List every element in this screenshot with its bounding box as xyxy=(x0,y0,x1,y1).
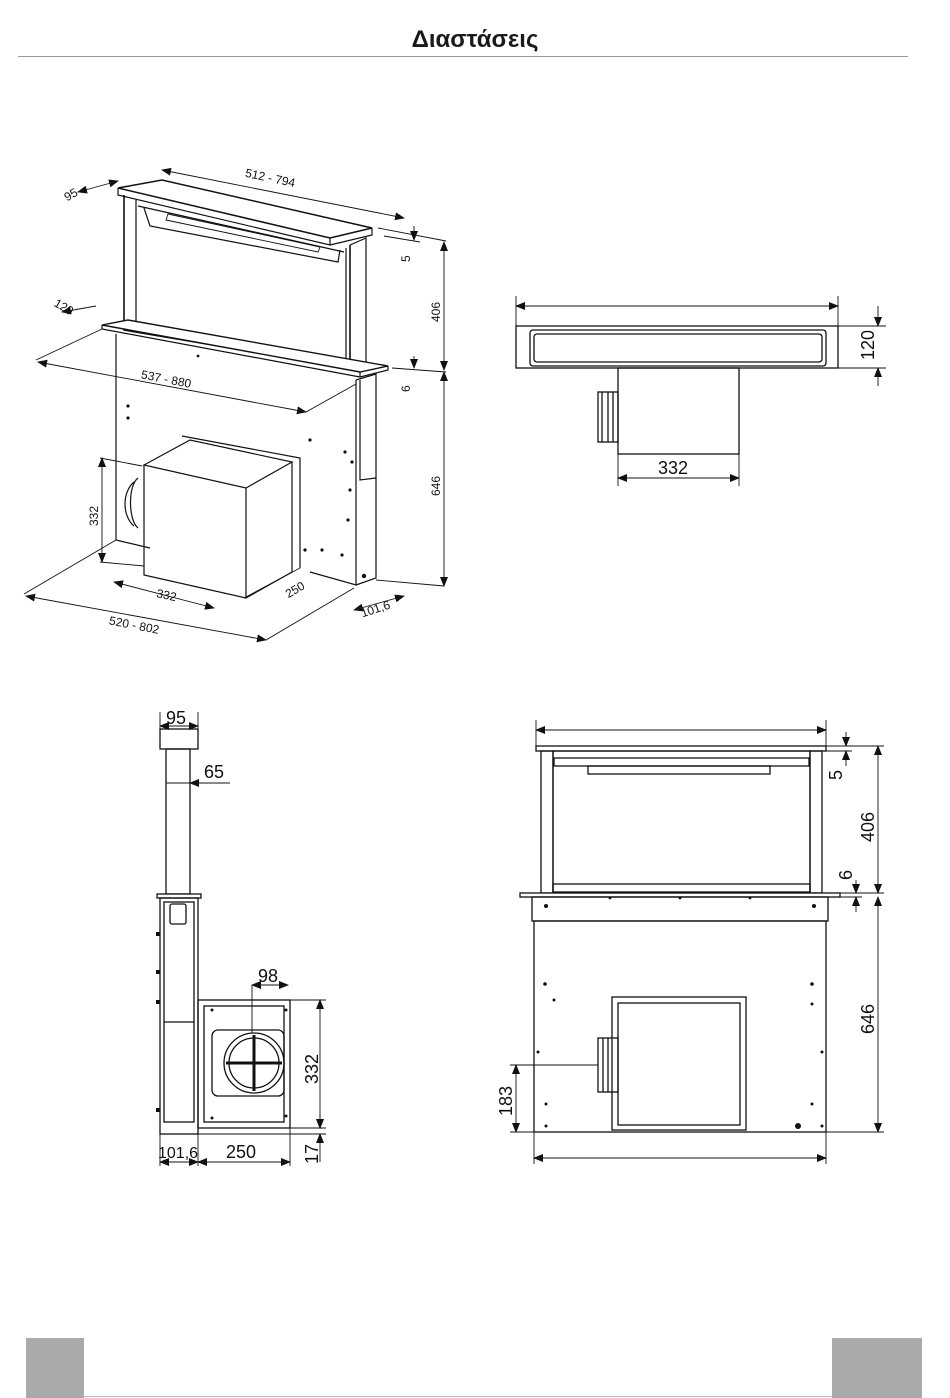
isometric-view xyxy=(24,170,446,640)
dim-width-537-880: 537 - 880 xyxy=(140,367,193,390)
side-dim-17: 17 xyxy=(302,1144,322,1164)
top-dim-120: 120 xyxy=(858,330,878,360)
footer-tab-left xyxy=(26,1338,84,1398)
dim-height-6: 6 xyxy=(399,385,413,392)
side-dim-95: 95 xyxy=(166,708,186,728)
dim-height-646: 646 xyxy=(429,476,443,496)
front-dim-406: 406 xyxy=(858,812,878,842)
front-dim-646: 646 xyxy=(858,1004,878,1034)
front-dim-183: 183 xyxy=(496,1086,516,1116)
top-view xyxy=(516,296,886,486)
front-dim-6: 6 xyxy=(836,870,856,880)
footer-line xyxy=(84,1396,832,1397)
footer-tab-right xyxy=(832,1338,922,1398)
dim-depth-top: 95 xyxy=(62,185,81,204)
dim-motor-250: 250 xyxy=(283,578,308,600)
side-view xyxy=(156,712,326,1166)
side-dim-98: 98 xyxy=(258,966,278,986)
dim-motor-332-w: 332 xyxy=(155,586,178,604)
dim-height-406: 406 xyxy=(429,302,443,322)
side-dim-332: 332 xyxy=(302,1054,322,1084)
front-view xyxy=(510,720,884,1164)
top-dim-332: 332 xyxy=(658,458,688,478)
dim-motor-332-h: 332 xyxy=(87,506,101,526)
dim-width-520-802: 520 - 802 xyxy=(108,613,161,636)
side-dim-101-6: 101,6 xyxy=(158,1145,198,1162)
dim-width-range: 512 - 794 xyxy=(244,166,297,190)
dim-offset-120: 120 xyxy=(52,296,77,318)
side-dim-250: 250 xyxy=(226,1142,256,1162)
front-dim-5: 5 xyxy=(826,770,846,780)
side-dim-65: 65 xyxy=(204,762,224,782)
dim-height-5: 5 xyxy=(399,255,413,262)
dim-depth-101-6: 101,6 xyxy=(359,598,392,621)
